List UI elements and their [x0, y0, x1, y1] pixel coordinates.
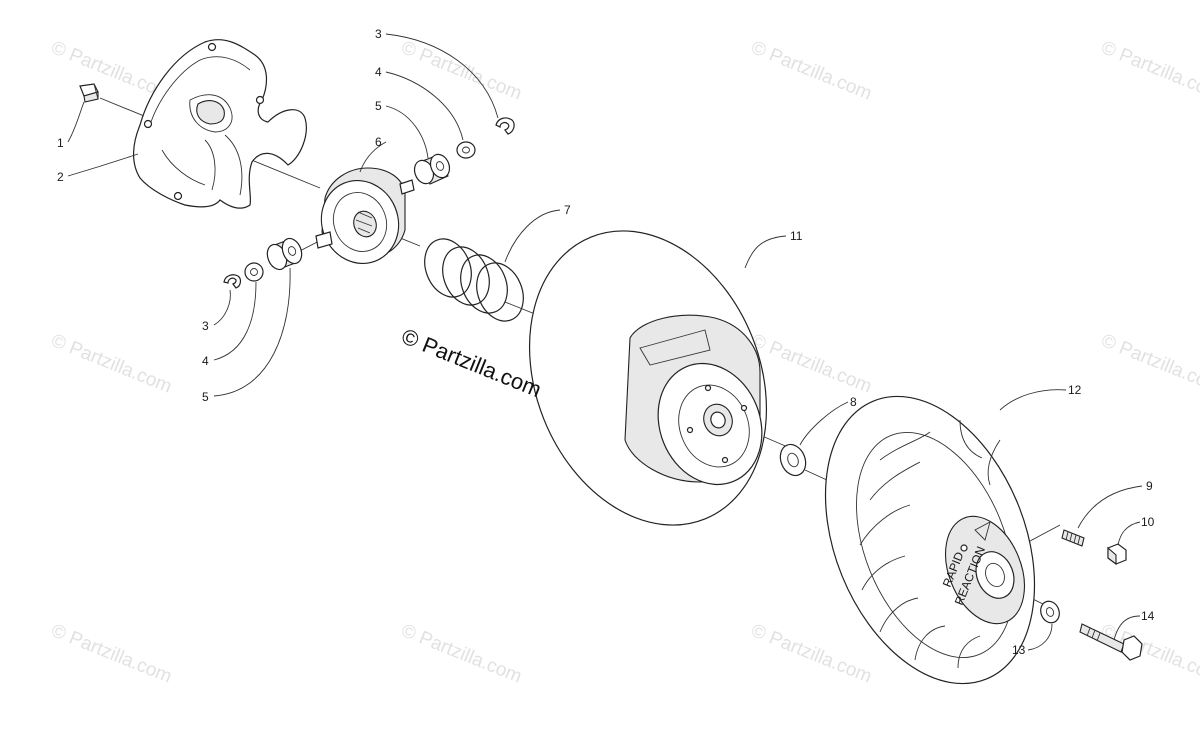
watermark-tile: © Partzilla.com	[1098, 37, 1200, 104]
callout-13: 13	[1012, 643, 1026, 657]
part-6-spider	[315, 167, 415, 265]
leader-lines	[67, 33, 1143, 651]
part-2-cover	[133, 39, 307, 209]
watermark-tile: © Partzilla.com	[48, 620, 175, 687]
part-1-screw	[79, 83, 99, 103]
callout-5-top: 5	[375, 99, 382, 113]
part-5-roller-bottom	[266, 237, 303, 271]
watermark-tile: © Partzilla.com	[398, 37, 525, 104]
callout-8: 8	[850, 395, 857, 409]
callout-4-top: 4	[375, 65, 382, 79]
callout-5-bottom: 5	[202, 390, 209, 404]
callout-3-top: 3	[375, 27, 382, 41]
part-7-spring	[424, 238, 524, 322]
callout-2: 2	[57, 170, 64, 184]
callout-6: 6	[375, 135, 382, 149]
watermark-tile: © Partzilla.com	[748, 37, 875, 104]
part-14-bolt	[1079, 623, 1143, 661]
watermark-tile: © Partzilla.com	[398, 620, 525, 687]
callout-10: 10	[1141, 515, 1155, 529]
part-5-roller-top	[413, 153, 451, 185]
part-3-clip-top	[495, 117, 515, 135]
part-4-washer-bottom	[244, 262, 264, 282]
callout-12: 12	[1068, 383, 1082, 397]
callout-1: 1	[57, 136, 64, 150]
part-4-washer-top	[456, 141, 476, 159]
callout-7: 7	[564, 203, 571, 217]
watermark-main: © Partzilla.com	[398, 323, 545, 402]
part-13-washer	[1040, 600, 1060, 624]
watermark-tile: © Partzilla.com	[748, 620, 875, 687]
part-8-washer	[779, 443, 807, 477]
callout-4-bottom: 4	[202, 354, 209, 368]
part-11-moveable-sheave	[528, 230, 768, 526]
watermark-tile: © Partzilla.com	[1098, 330, 1200, 397]
callout-9: 9	[1146, 479, 1153, 493]
callout-14: 14	[1141, 609, 1155, 623]
watermark-tile: © Partzilla.com	[48, 330, 175, 397]
callout-11: 11	[790, 229, 803, 243]
part-12-fixed-sheave: RAPID REACTION	[824, 395, 1036, 685]
callout-3-bottom: 3	[202, 319, 209, 333]
callout-numbers: 1 2 3 4 5 6 7 3 4 5 8 9 10 11 12 13 14	[57, 27, 1155, 657]
part-10-nut	[1107, 543, 1127, 566]
part-9-stud	[1061, 529, 1085, 547]
part-3-clip-bottom	[223, 274, 242, 289]
watermark-tile: © Partzilla.com	[1098, 620, 1200, 687]
watermark-tile: © Partzilla.com	[748, 330, 875, 397]
